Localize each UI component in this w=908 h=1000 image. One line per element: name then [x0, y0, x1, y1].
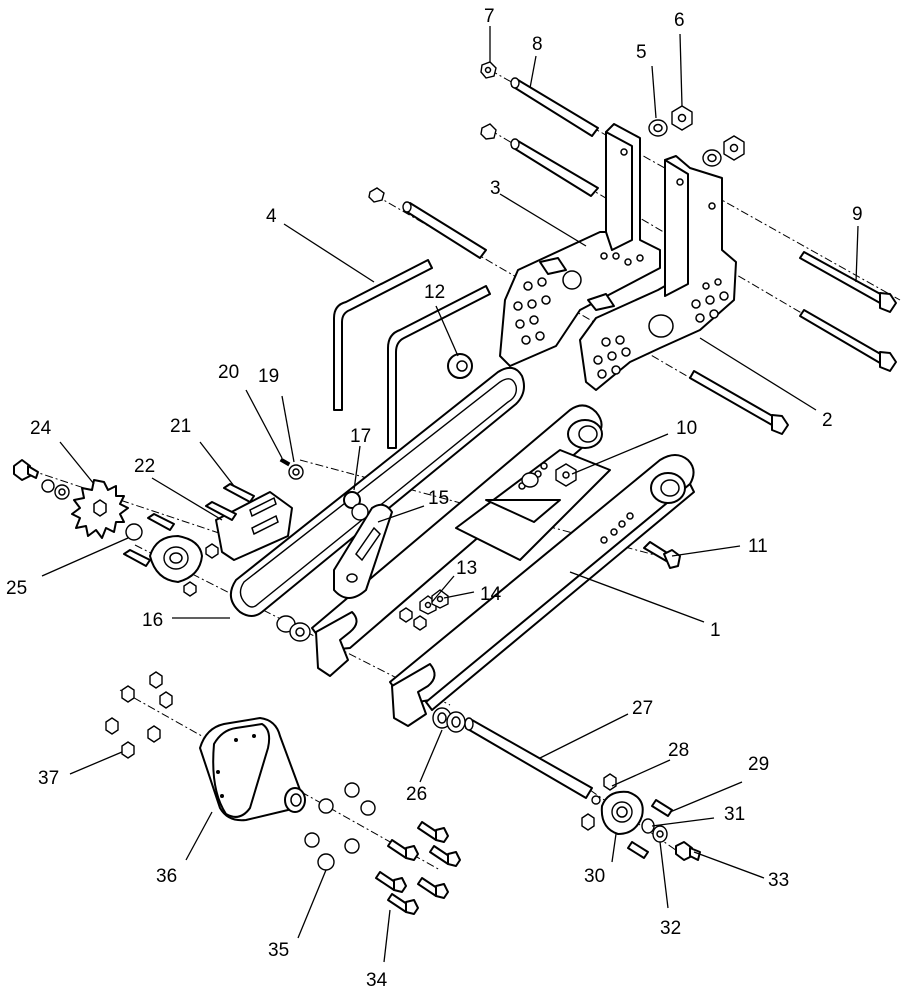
callout-34: 34: [366, 970, 388, 991]
rod-mid: [403, 202, 487, 259]
bolt-29: [651, 799, 673, 817]
washer-35: [317, 853, 335, 871]
callout-labels: 7 8 5 6 3 4 9 2 12 10 11 1 13 14 15 16 1…: [6, 6, 863, 991]
callout-7: 7: [484, 6, 495, 27]
tensioner-15: [276, 491, 393, 642]
long-bolts: [689, 251, 897, 435]
mid-fasteners: [399, 463, 577, 631]
mounting-brackets: [499, 123, 737, 391]
callout-13: 13: [456, 558, 477, 579]
nut-37: [121, 741, 135, 759]
idler-17: [343, 491, 361, 509]
callout-10: 10: [676, 418, 697, 439]
hub-36: [199, 717, 306, 822]
pin-4-right: [387, 285, 491, 449]
callout-32: 32: [660, 918, 681, 939]
callout-30: 30: [584, 866, 605, 887]
callout-15: 15: [428, 488, 449, 509]
pin-4-left: [333, 259, 433, 411]
screw-20: [279, 457, 291, 467]
bolt-9-lower: [799, 309, 885, 364]
callout-25: 25: [6, 578, 27, 599]
callout-12: 12: [424, 282, 445, 303]
callout-2: 2: [822, 410, 833, 431]
callout-9: 9: [852, 204, 863, 225]
bolt-long: [689, 370, 777, 426]
callout-31: 31: [724, 804, 745, 825]
drive-shaft-27: [432, 707, 593, 799]
callout-6: 6: [674, 10, 685, 31]
collar-25: [125, 523, 143, 541]
nut-28: [603, 773, 617, 791]
callout-29: 29: [748, 754, 769, 775]
bolt-9-upper: [799, 251, 885, 304]
rod-8: [511, 79, 599, 137]
nut-left: [368, 187, 385, 203]
callout-5: 5: [636, 42, 647, 63]
callout-35: 35: [268, 940, 289, 961]
callout-1: 1: [710, 620, 721, 641]
leader-lines: [41, 26, 859, 963]
callout-22: 22: [134, 456, 155, 477]
bearing-30-group: [581, 773, 701, 861]
callout-11: 11: [748, 536, 768, 557]
nut-7b: [480, 123, 497, 140]
callout-36: 36: [156, 866, 177, 887]
callout-16: 16: [142, 610, 163, 631]
bracket-22: [215, 491, 293, 561]
bolt-21: [223, 483, 255, 503]
callout-37: 37: [38, 768, 59, 789]
hub-fasteners-right: [304, 782, 461, 915]
callout-21: 21: [170, 416, 191, 437]
callout-3: 3: [490, 178, 501, 199]
bracket-2: [579, 155, 737, 391]
callout-27: 27: [632, 698, 653, 719]
callout-17: 17: [350, 426, 371, 447]
callout-26: 26: [406, 784, 427, 805]
bent-pins: [333, 259, 491, 449]
callout-20: 20: [218, 362, 239, 383]
bolt-right-sprocket: [147, 513, 175, 531]
callout-4: 4: [266, 206, 277, 227]
callout-28: 28: [668, 740, 689, 761]
callout-24: 24: [30, 418, 52, 439]
callout-8: 8: [532, 34, 543, 55]
assembly-centerlines: [29, 69, 901, 871]
callout-14: 14: [480, 584, 502, 605]
top-hardware: [368, 61, 745, 259]
callout-33: 33: [768, 870, 789, 891]
rod-upper: [511, 140, 599, 197]
left-drive-parts: [13, 457, 304, 597]
hub-fasteners-left: [105, 671, 173, 759]
callout-19: 19: [258, 366, 279, 387]
belt-16: [229, 366, 525, 617]
